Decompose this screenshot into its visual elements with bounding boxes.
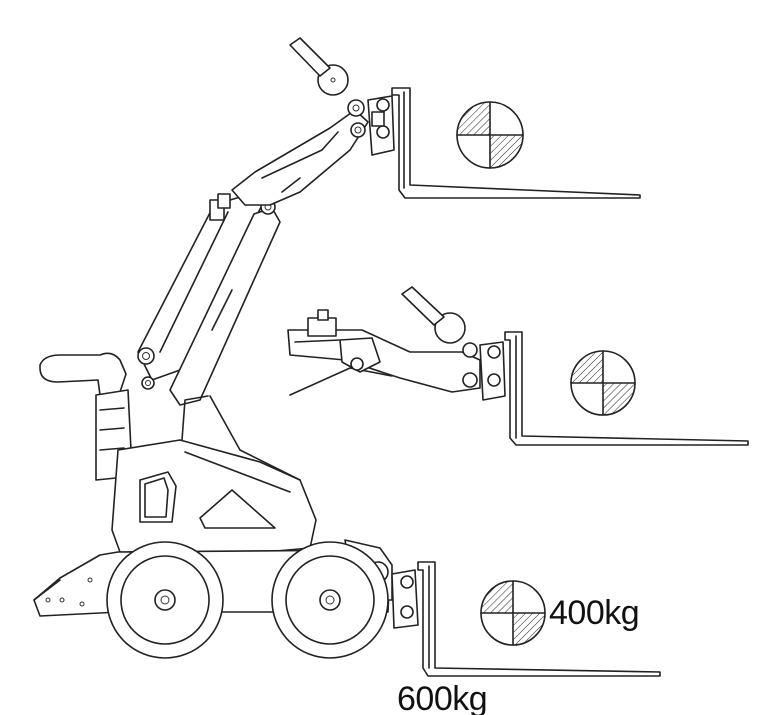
load-label-max: 600kg <box>397 680 488 715</box>
raised-boom-extension <box>231 37 641 206</box>
load-label-lower: 400kg <box>549 594 640 632</box>
mid-boom-position <box>287 286 749 446</box>
load-marker-bottom <box>480 580 546 646</box>
main-boom-arm <box>137 193 281 406</box>
load-marker-mid <box>570 350 636 416</box>
load-marker-top <box>456 101 524 169</box>
rear-wheel <box>106 541 224 659</box>
front-wheel <box>271 541 389 659</box>
lower-forks <box>417 561 661 677</box>
